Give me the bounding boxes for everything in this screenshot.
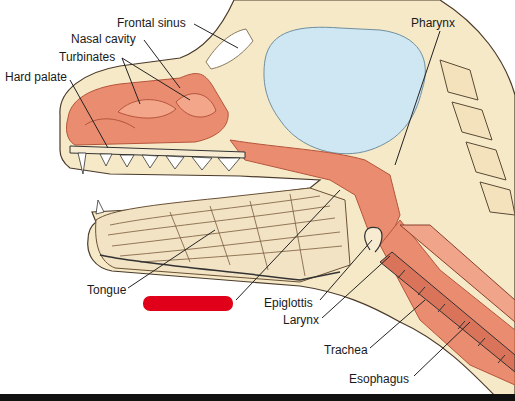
tooth <box>96 200 104 214</box>
nasal-cavity <box>66 74 228 145</box>
tooth <box>78 153 86 174</box>
part-label: Hard palate <box>4 70 68 84</box>
ring <box>438 304 445 312</box>
leader-line <box>194 24 238 48</box>
part-label: Epiglottis <box>263 296 314 310</box>
epiglottis <box>365 227 382 252</box>
frontal-sinus <box>206 29 253 69</box>
bottom-band <box>0 394 515 401</box>
hatch <box>170 212 190 262</box>
tongue-muscle <box>108 194 342 276</box>
leader-line <box>370 300 425 348</box>
leader-line <box>70 80 108 148</box>
tooth <box>218 158 240 171</box>
leader-line <box>236 190 340 300</box>
head-outline <box>60 0 515 401</box>
ring <box>498 355 505 363</box>
part-label: Trachea <box>323 343 369 357</box>
vertebra <box>440 60 478 100</box>
ring <box>418 287 425 295</box>
brain <box>264 27 425 154</box>
vertebrae <box>440 60 515 215</box>
turbinate <box>176 94 216 117</box>
leader-line <box>322 256 390 318</box>
leader-line <box>144 40 180 88</box>
tooth <box>166 156 184 169</box>
leader-line <box>128 230 215 288</box>
part-label: Larynx <box>282 313 320 327</box>
part-label: Esophagus <box>348 372 410 386</box>
ring <box>398 270 405 278</box>
leader-line <box>395 31 440 165</box>
vertebra <box>466 142 506 180</box>
part-label: Pharynx <box>410 16 456 30</box>
tooth <box>100 154 112 166</box>
teeth <box>78 153 240 214</box>
tooth <box>192 157 212 170</box>
tooth <box>120 155 134 167</box>
trachea-rings <box>398 270 505 363</box>
mandible <box>100 255 340 280</box>
leader-line <box>122 58 140 104</box>
leader-line <box>122 58 190 100</box>
part-label: Tongue <box>86 283 127 297</box>
tooth <box>142 155 158 168</box>
hatch <box>250 201 268 270</box>
hatch <box>210 206 230 265</box>
hatch <box>112 218 335 246</box>
throat <box>380 220 515 385</box>
leader-line <box>414 322 470 376</box>
turbinate <box>118 100 176 118</box>
part-label: Turbinates <box>58 50 116 64</box>
part-label: Frontal sinus <box>116 16 187 30</box>
leader-line <box>320 240 372 300</box>
ring <box>478 338 485 346</box>
part-label: Nasal cavity <box>70 32 137 46</box>
trachea <box>380 252 515 372</box>
redacted-label <box>143 296 233 311</box>
vertebra <box>480 182 515 215</box>
hatch <box>120 232 340 256</box>
leader-lines <box>70 24 470 376</box>
vertebra <box>452 102 492 140</box>
tongue <box>96 188 350 282</box>
